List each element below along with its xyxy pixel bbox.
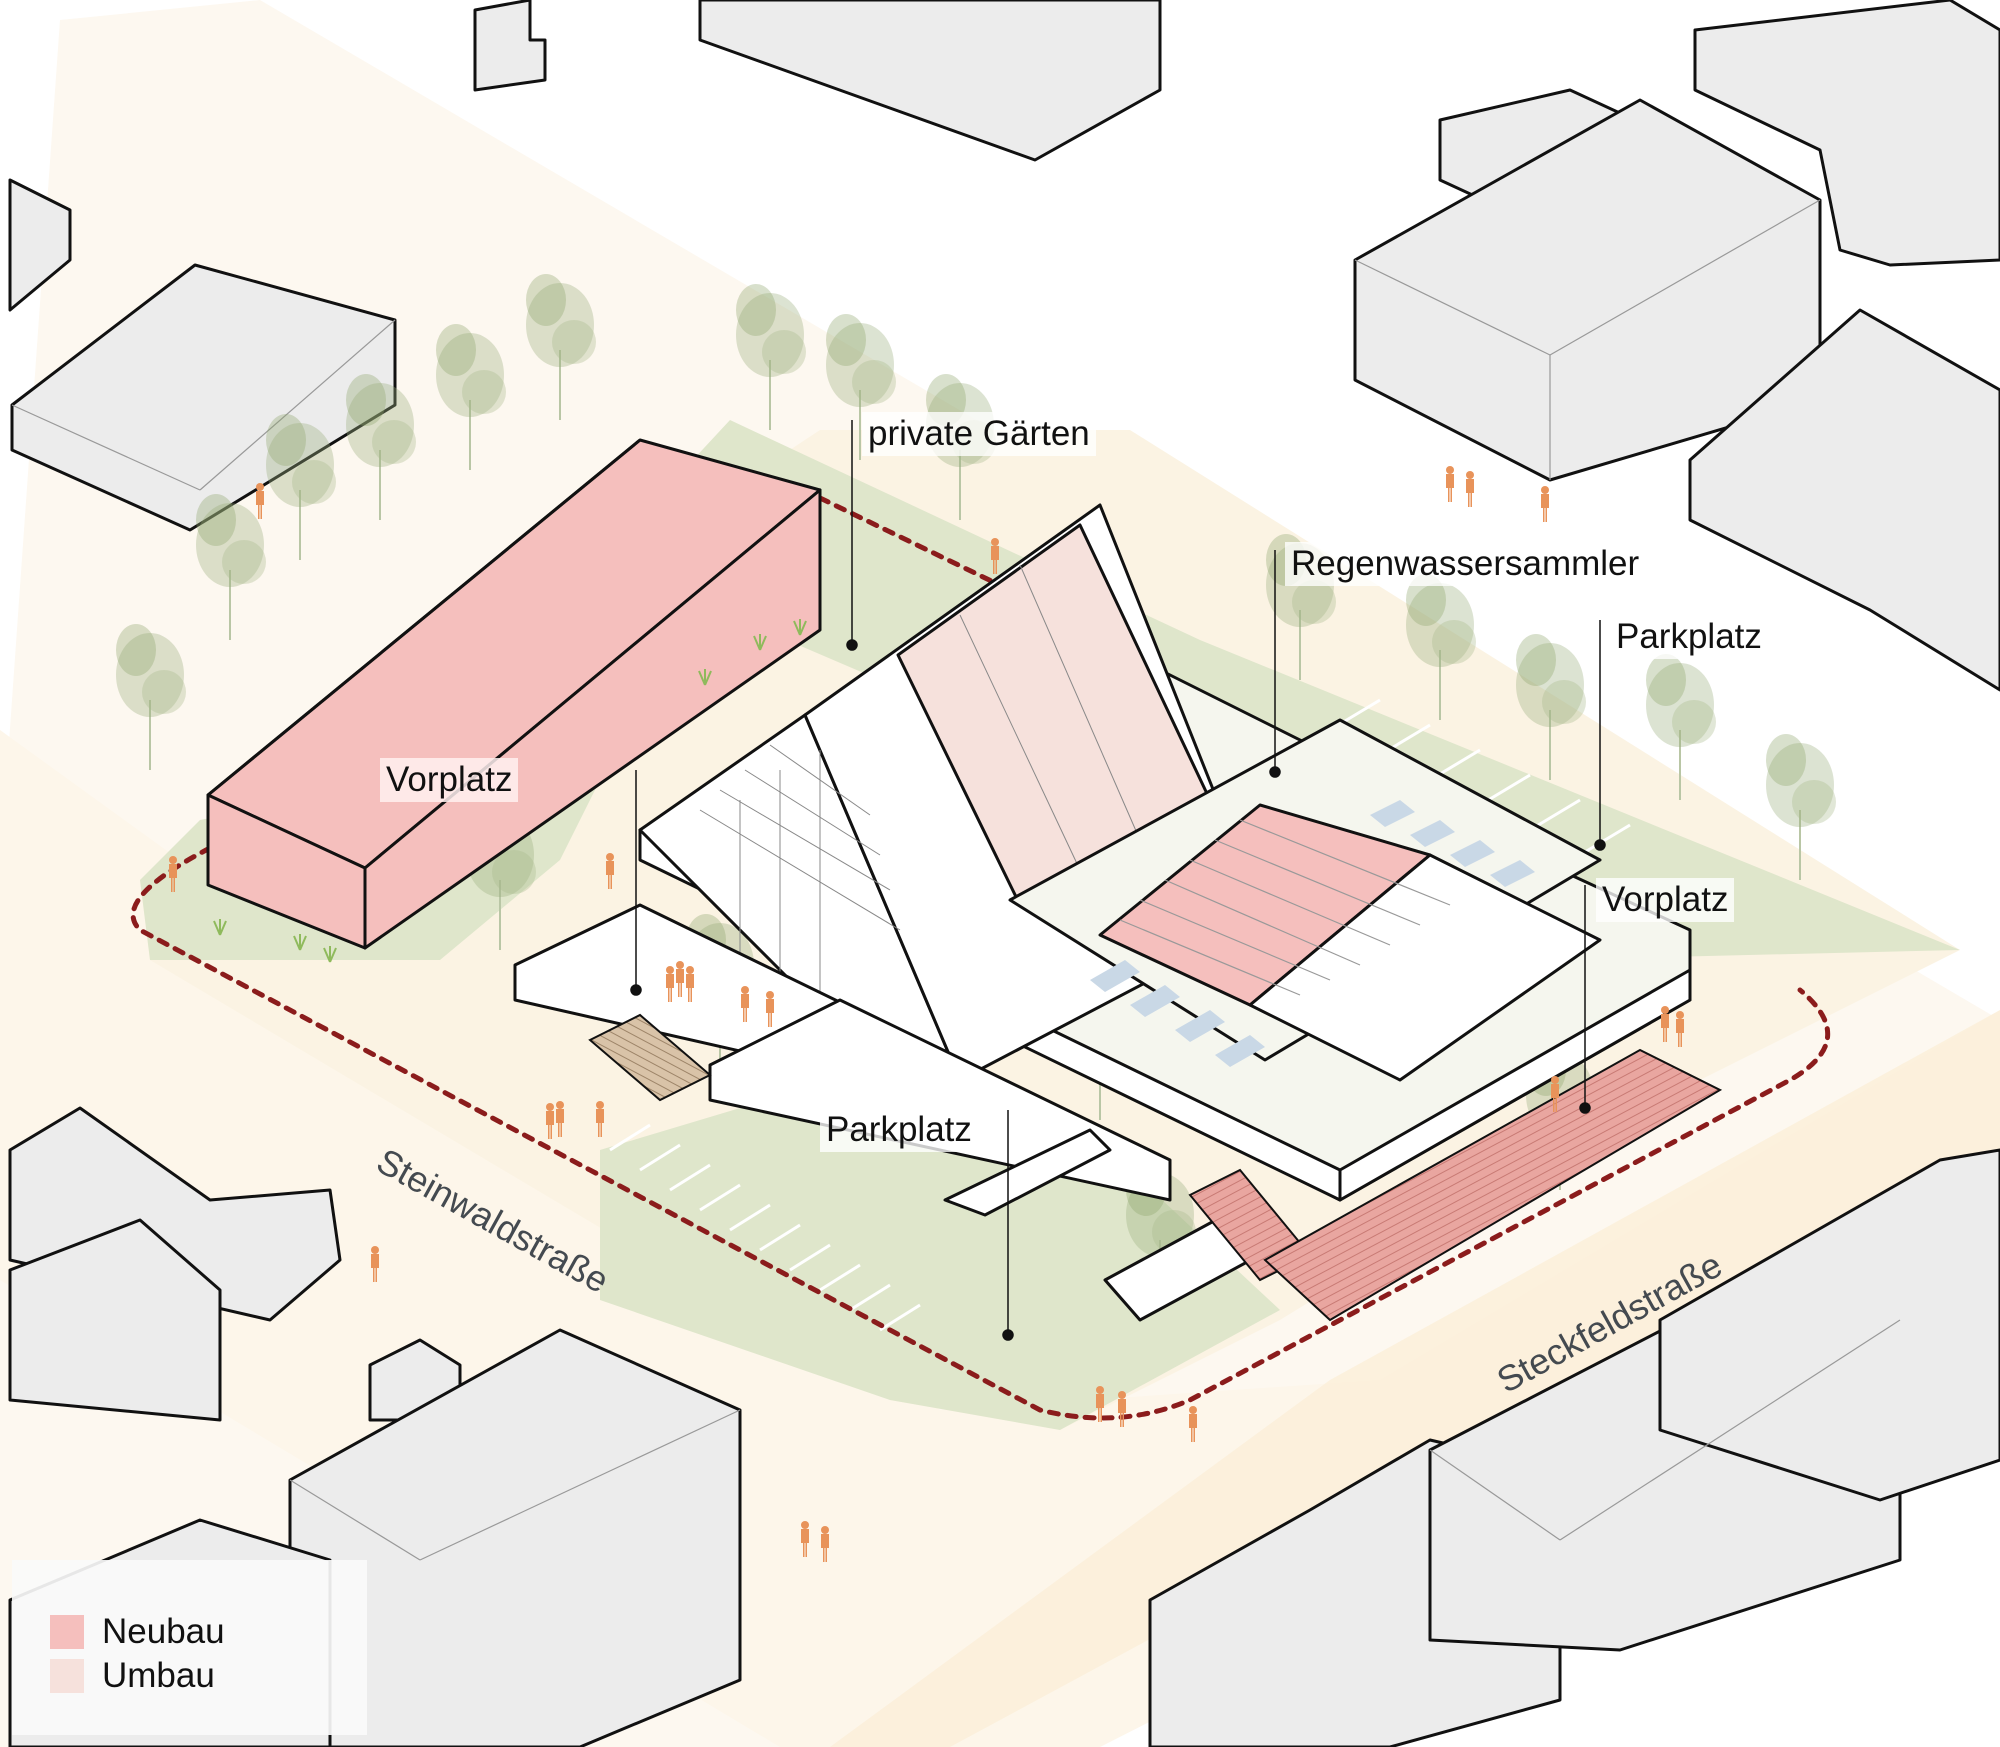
stairs <box>588 1013 1723 1322</box>
legend-label-neubau: Neubau <box>102 1612 225 1651</box>
label-parking-east: Parkplatz <box>1610 615 1768 659</box>
label-forecourt-east: Vorplatz <box>1596 878 1735 922</box>
legend-item-neubau: Neubau <box>50 1612 225 1652</box>
neighbour-roof-lines <box>11 199 1901 1561</box>
legend: Neubau Umbau <box>12 1560 367 1735</box>
label-parking-south: Parkplatz <box>820 1108 978 1152</box>
neighbour-buildings <box>8 0 2000 1747</box>
legend-label-umbau: Umbau <box>102 1656 215 1695</box>
label-rainwater-collector: Regenwassersammler <box>1285 542 1646 586</box>
legend-swatch-neubau <box>50 1615 84 1649</box>
legend-swatch-umbau <box>50 1659 84 1693</box>
label-forecourt-west: Vorplatz <box>380 758 519 802</box>
legend-item-umbau: Umbau <box>50 1656 215 1696</box>
leader-lines <box>630 420 1606 1341</box>
label-private-gardens: private Gärten <box>862 412 1096 456</box>
neubau-block-west <box>206 438 822 950</box>
main-building <box>513 503 1692 1322</box>
